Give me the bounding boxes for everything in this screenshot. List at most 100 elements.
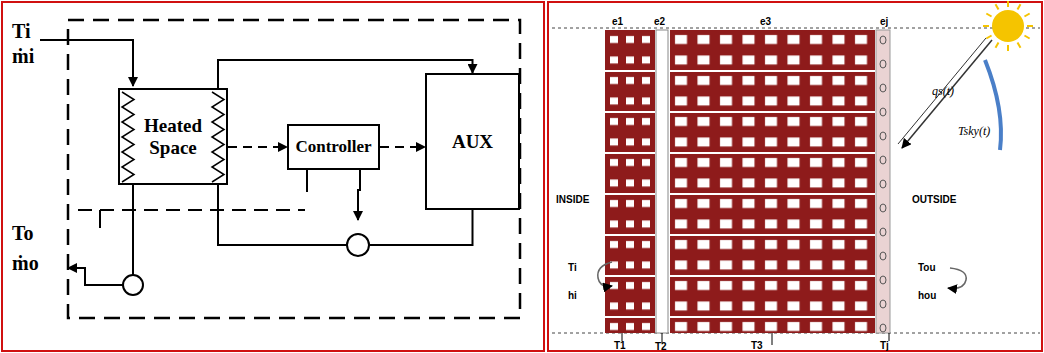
render-dot	[880, 276, 886, 284]
text-label: T2	[655, 341, 667, 352]
tick	[772, 333, 773, 345]
brick-holes	[605, 30, 655, 333]
text-label: Ti	[566, 262, 579, 273]
air-gap	[656, 30, 668, 333]
text-label: T1	[614, 340, 626, 351]
sun-ray	[1024, 36, 1029, 39]
render-dot	[880, 300, 886, 308]
mortar-joint	[605, 234, 655, 236]
radiation-arrow	[902, 40, 992, 148]
sun-ray	[996, 42, 999, 47]
heating-coil	[212, 92, 224, 182]
box-label: Heated Space	[140, 115, 206, 159]
sensor-line	[78, 209, 305, 211]
box-label: AUX	[452, 131, 493, 153]
text-label: hou	[918, 290, 936, 301]
convection-arrow	[948, 268, 966, 288]
mortar-joint	[670, 70, 875, 72]
sun-ray	[1007, 1, 1009, 7]
render-layer	[876, 30, 890, 333]
outlet-pipe	[68, 268, 123, 285]
mortar-joint	[605, 70, 655, 72]
mortar-joint	[605, 193, 655, 195]
controller-input	[306, 170, 308, 192]
mortar-joint	[670, 193, 875, 195]
box-label: Controller	[295, 137, 371, 157]
text-label: T3	[751, 340, 763, 351]
render-dot	[880, 228, 886, 236]
pump-symbol	[123, 275, 143, 295]
text-label: ṁi	[12, 45, 34, 68]
connector-line	[218, 185, 347, 245]
mortar-joints	[605, 71, 875, 317]
render-dot	[880, 108, 886, 116]
render-dot	[880, 132, 886, 140]
sun-ray	[996, 4, 999, 9]
convection-arrow	[598, 262, 612, 286]
sun-ray	[1027, 25, 1033, 27]
pump-symbol	[347, 234, 369, 256]
sensor-line	[99, 210, 101, 228]
sun-ray	[1018, 42, 1021, 47]
process-box: Heated Space	[118, 88, 228, 185]
inlet-pipe	[40, 40, 133, 86]
sun-ray	[986, 36, 991, 39]
tick	[622, 333, 623, 341]
text-label: To	[12, 222, 34, 245]
render-dot	[880, 324, 886, 332]
render-texture	[880, 36, 886, 332]
connector-line	[380, 146, 425, 148]
mortar-joint	[605, 152, 655, 154]
sun-ray	[983, 25, 989, 27]
connector-line	[228, 146, 287, 148]
text-label: e3	[760, 16, 771, 27]
render-dot	[880, 204, 886, 212]
system-boundary	[68, 20, 520, 318]
text-label: hi	[566, 290, 579, 301]
sun-ray	[1018, 4, 1021, 9]
heating-coil	[122, 92, 224, 182]
render-dot	[880, 36, 886, 44]
text-label: e2	[654, 16, 665, 27]
text-label: ej	[880, 16, 888, 27]
controller-input	[358, 170, 360, 220]
heating-coil	[122, 92, 134, 182]
text-label: qs(t)	[932, 84, 954, 99]
sun-ray	[1007, 45, 1009, 51]
mortar-joint	[605, 316, 655, 318]
sun-ray	[986, 14, 991, 17]
sun	[992, 10, 1024, 42]
outlet-pipe	[132, 185, 134, 275]
text-label: Tou	[918, 262, 936, 273]
pipe-connector	[218, 185, 473, 245]
signal-arrow	[380, 147, 425, 148]
mortar-joint	[670, 316, 875, 318]
render-dot	[880, 60, 886, 68]
boundary-line	[552, 28, 1040, 29]
wall-layer	[670, 30, 875, 333]
tick	[889, 333, 890, 341]
render-dot	[880, 252, 886, 260]
panel-frame	[2, 2, 544, 351]
text-label: e1	[612, 16, 623, 27]
text-label: Tsky(t)	[958, 124, 990, 139]
mortar-joint	[670, 275, 875, 277]
mortar-joint	[670, 152, 875, 154]
auxiliary-box: AUX	[425, 73, 520, 210]
mortar-joint	[670, 234, 875, 236]
text-label: Ti	[12, 20, 31, 43]
controller-box: Controller	[287, 124, 380, 170]
render-dot	[880, 180, 886, 188]
text-label: OUTSIDE	[912, 194, 956, 205]
text-label: ṁo	[12, 252, 39, 275]
sun-rays	[983, 1, 1033, 51]
mortar-joint	[605, 275, 655, 277]
signal-arrow	[228, 147, 287, 148]
text-label: Tj	[880, 340, 889, 351]
wall-layer	[605, 30, 655, 333]
mortar-joint	[670, 111, 875, 113]
mortar-joint	[605, 111, 655, 113]
